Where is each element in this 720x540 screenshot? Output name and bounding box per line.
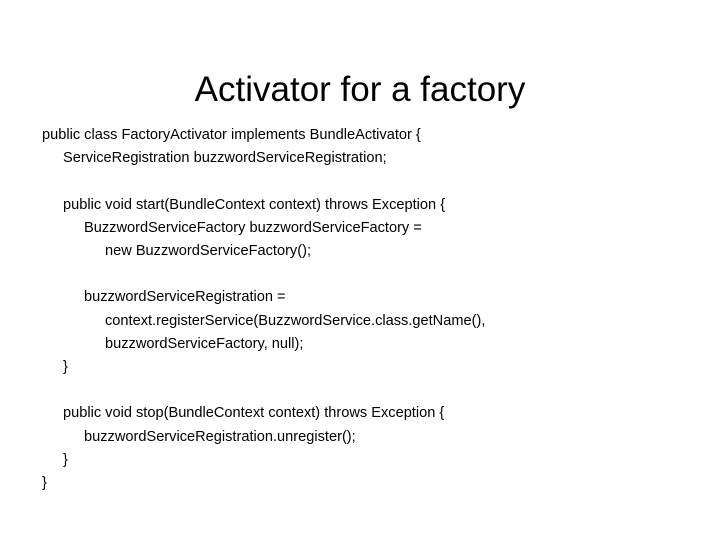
code-line: public void start(BundleContext context)… bbox=[63, 196, 446, 213]
code-line: public void stop(BundleContext context) … bbox=[63, 405, 445, 422]
code-line-blank bbox=[42, 170, 702, 193]
code-line: new BuzzwordServiceFactory(); bbox=[105, 243, 311, 259]
code-line: buzzwordServiceFactory, null); bbox=[105, 335, 304, 352]
code-line: context.registerService(BuzzwordService.… bbox=[105, 312, 486, 329]
code-line-blank bbox=[42, 379, 702, 402]
code-line: buzzwordServiceRegistration.unregister()… bbox=[84, 428, 356, 445]
code-line: buzzwordServiceRegistration = bbox=[84, 289, 286, 306]
code-line: BuzzwordServiceFactory buzzwordServiceFa… bbox=[84, 219, 422, 236]
code-line: } bbox=[63, 359, 68, 375]
code-line: ServiceRegistration buzzwordServiceRegis… bbox=[63, 150, 387, 167]
code-line: public class FactoryActivator implements… bbox=[42, 127, 421, 143]
code-line: } bbox=[63, 451, 68, 468]
page-title: Activator for a factory bbox=[194, 70, 526, 110]
code-block: public class FactoryActivator implements… bbox=[42, 124, 702, 495]
code-line: } bbox=[42, 475, 47, 491]
code-line-blank bbox=[42, 263, 702, 286]
